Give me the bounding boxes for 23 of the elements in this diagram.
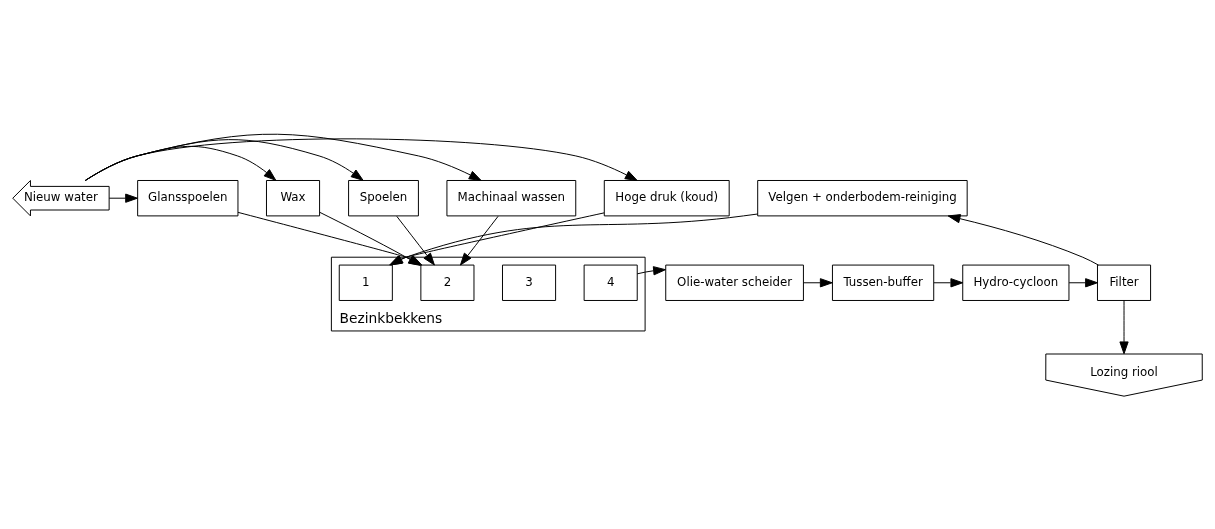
node-box: 2	[420, 264, 475, 301]
node-box: Hydro-cycloon	[962, 264, 1070, 301]
arrow	[84, 137, 638, 181]
node-box: Velgen + onderbodem-reiniging	[757, 179, 968, 216]
node-box: 1	[338, 264, 393, 301]
arrow	[947, 213, 1099, 266]
node-box: Wax	[266, 179, 321, 216]
arrow	[108, 193, 138, 203]
node-box: Olie-water scheider	[665, 264, 804, 301]
node-box: 3	[502, 264, 557, 301]
arrow	[933, 277, 964, 287]
node-box: Hoge druk (koud)	[603, 179, 730, 216]
arrow	[1119, 299, 1129, 354]
arrow	[636, 265, 666, 275]
node-box: Tussen-buffer	[831, 264, 935, 301]
node-box: Spoelen	[348, 179, 419, 216]
arrow	[803, 277, 833, 287]
node-box: Filter	[1097, 264, 1152, 301]
node-box: 4	[583, 264, 638, 301]
node-box: Machinaal wassen	[446, 179, 577, 216]
node-box: Glansspoelen	[137, 179, 239, 216]
arrow	[459, 215, 499, 265]
arrow	[1068, 277, 1098, 287]
